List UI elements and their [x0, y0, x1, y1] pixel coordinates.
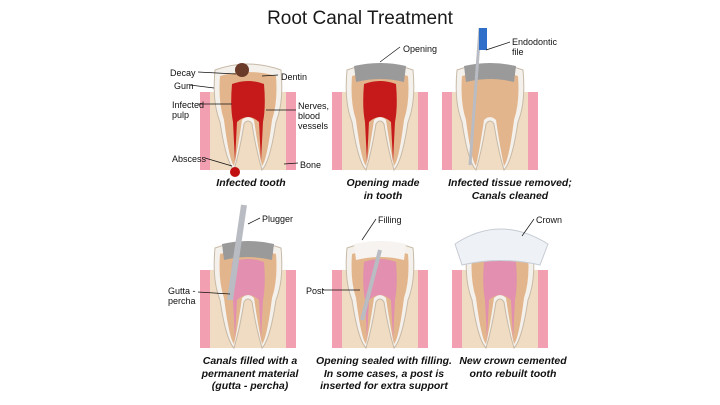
- leader-line: [204, 157, 233, 167]
- gum-right: [418, 92, 428, 170]
- abscess: [230, 167, 240, 177]
- plugger-shaft: [227, 204, 247, 301]
- label-decay: Decay: [170, 68, 196, 78]
- caption-infected-tooth: Infected tooth: [216, 177, 286, 189]
- endodontic-file-handle: [479, 28, 487, 50]
- gum-right: [538, 270, 548, 348]
- gum-right: [528, 92, 538, 170]
- post-rod: [360, 249, 382, 321]
- endodontic-file-shaft: [468, 27, 482, 166]
- tooth-cleaned: [442, 63, 538, 171]
- decay: [235, 63, 249, 77]
- label-plugger: Plugger: [262, 214, 294, 224]
- label-opening: Opening: [403, 44, 438, 54]
- crown-shape: [454, 228, 549, 266]
- label-filling: Filling: [378, 215, 402, 225]
- gum-left: [332, 92, 342, 170]
- label-gutta-percha: Gutta - percha: [168, 286, 196, 306]
- caption-opening-sealed: Opening sealed with filling. In some cas…: [316, 355, 452, 392]
- caption-new-crown: New crown cemented onto rebuilt tooth: [459, 355, 567, 380]
- gum-right: [286, 92, 296, 170]
- page-title: Root Canal Treatment: [267, 8, 453, 29]
- leader-line: [283, 162, 299, 165]
- label-infected-pulp: Infected pulp: [172, 100, 205, 120]
- label-endodontic-file: Endodontic file: [512, 37, 558, 57]
- gum-right: [286, 270, 296, 348]
- leader-line: [485, 41, 511, 51]
- caption-canals-filled: Canals filled with a permanent material …: [201, 355, 299, 392]
- gum-left: [200, 270, 210, 348]
- pulp: [483, 259, 517, 340]
- tooth-infected: [200, 63, 296, 177]
- tooth-sealed: [332, 241, 428, 349]
- pulp: [231, 81, 265, 162]
- leader-line: [521, 218, 535, 237]
- label-nerves-blood-vessels: Nerves, blood vessels: [298, 101, 330, 131]
- gum-left: [442, 92, 452, 170]
- label-dentin: Dentin: [281, 72, 308, 82]
- top-filling: [354, 63, 406, 82]
- label-gum: Gum: [174, 81, 194, 91]
- caption-opening-made: Opening made in tooth: [346, 177, 420, 202]
- gum-left: [332, 270, 342, 348]
- leader-line: [361, 218, 377, 241]
- leader-line: [189, 84, 215, 89]
- label-post: Post: [306, 286, 325, 296]
- label-crown: Crown: [536, 215, 563, 225]
- leader-line: [197, 71, 237, 75]
- gum-left: [200, 92, 210, 170]
- pulp: [363, 81, 397, 162]
- gum-left: [452, 270, 462, 348]
- pulp: [231, 259, 265, 340]
- leader-line: [197, 291, 231, 295]
- pulp: [473, 81, 507, 162]
- leader-line: [261, 74, 279, 77]
- leader-line: [379, 46, 401, 63]
- label-abscess: Abscess: [172, 154, 207, 164]
- label-bone: Bone: [300, 160, 322, 170]
- gum-right: [418, 270, 428, 348]
- tooth-opening: [332, 63, 428, 171]
- caption-tissue-removed: Infected tissue removed; Canals cleaned: [448, 177, 572, 202]
- tooth-filled: [200, 241, 296, 349]
- leader-line: [247, 217, 261, 225]
